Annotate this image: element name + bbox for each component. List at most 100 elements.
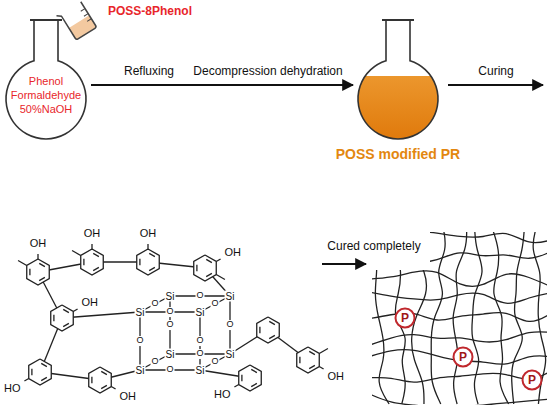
network-strand xyxy=(431,228,445,404)
marker-letter: P xyxy=(459,351,467,363)
methyl-stub xyxy=(319,349,328,354)
oxygen-atom: O xyxy=(195,336,204,346)
double-bond xyxy=(93,267,99,270)
step-label: Curing xyxy=(478,65,513,78)
double-bond xyxy=(251,383,257,386)
oxygen-atom: O xyxy=(135,336,144,346)
benzene-ring xyxy=(29,359,52,385)
drawing-part xyxy=(523,371,542,390)
double-bond xyxy=(309,365,315,368)
methyl-stub xyxy=(18,261,27,266)
cure-arrow xyxy=(322,263,366,265)
step-label: Decompression dehydration xyxy=(193,65,342,78)
silicon-atom: Si xyxy=(195,365,206,376)
benzene-ring xyxy=(257,317,280,343)
double-bond xyxy=(196,265,197,272)
hydroxyl-group: OH xyxy=(81,296,98,308)
double-bond xyxy=(269,321,275,324)
polymer-marker: P xyxy=(452,346,474,368)
oxygen-atom: O xyxy=(165,320,174,330)
chemical-structure xyxy=(18,244,328,393)
oxygen-atom: O xyxy=(195,291,204,301)
benzene-ring xyxy=(239,365,262,391)
silicon-atom: Si xyxy=(135,307,146,318)
network-strand xyxy=(472,228,482,404)
hydroxyl-group: OH xyxy=(30,237,47,249)
network-strand xyxy=(370,228,389,404)
oxygen-atom: O xyxy=(225,320,234,330)
flask-label: POSS modified PR xyxy=(336,146,460,162)
hydroxyl-group: HO xyxy=(214,388,231,400)
drawing-part xyxy=(56,1,96,42)
process-arrow xyxy=(91,84,353,86)
reagent-label: POSS-8Phenol xyxy=(108,4,192,18)
silicon-atom: Si xyxy=(225,349,236,360)
double-bond xyxy=(63,309,69,312)
double-bond xyxy=(41,377,47,380)
oxygen-atom: O xyxy=(165,365,174,375)
double-bond xyxy=(269,335,275,338)
flask-outline xyxy=(356,18,440,142)
benzene-ring xyxy=(81,249,104,275)
hydroxyl-bond xyxy=(216,259,220,262)
step-label: Cured completely xyxy=(327,240,420,253)
drawing-part xyxy=(87,19,91,22)
oxygen-atom: O xyxy=(150,299,159,309)
double-bond xyxy=(259,327,260,334)
double-bond xyxy=(241,375,242,382)
benzene-ring xyxy=(194,255,217,281)
hydroxyl-bond xyxy=(234,385,238,388)
flask-label: Phenol Formaldehyde 50%NaOH xyxy=(8,74,84,116)
drawing-part xyxy=(396,309,415,328)
silicon-atom: Si xyxy=(135,365,146,376)
methyl-stub xyxy=(72,251,81,256)
polymer-network xyxy=(368,228,550,407)
oxygen-atom: O xyxy=(165,307,174,317)
network-strand xyxy=(368,271,550,287)
double-bond xyxy=(31,369,32,376)
network-strand xyxy=(368,292,550,304)
double-bond xyxy=(63,323,69,326)
step-label: Refluxing xyxy=(124,65,174,78)
network-strand xyxy=(453,228,467,404)
silicon-atom: Si xyxy=(165,349,176,360)
drawing-part xyxy=(358,76,438,139)
hydroxyl-bond xyxy=(111,387,115,390)
double-bond xyxy=(41,363,47,366)
benzene-ring xyxy=(137,249,160,275)
drawing-part xyxy=(358,20,438,139)
silicon-atom: Si xyxy=(225,291,236,302)
oxygen-atom: O xyxy=(210,357,219,367)
double-bond xyxy=(251,369,257,372)
flask: Phenol Formaldehyde 50%NaOH xyxy=(4,18,88,142)
curing-arrow xyxy=(448,84,543,86)
polymer-marker: P xyxy=(394,307,416,329)
oxygen-atom: O xyxy=(210,299,219,309)
hydroxyl-bond xyxy=(319,367,323,370)
benzene-ring xyxy=(89,367,112,393)
hydroxyl-group: OH xyxy=(140,227,157,239)
hydroxyl-bond xyxy=(24,379,28,382)
polymer-marker: P xyxy=(521,369,543,391)
double-bond xyxy=(39,263,45,266)
drawing-part xyxy=(6,20,86,139)
hydroxyl-group: OH xyxy=(327,370,344,382)
double-bond xyxy=(53,315,54,322)
double-bond xyxy=(139,259,140,266)
marker-letter: P xyxy=(528,374,536,386)
silicon-atom: Si xyxy=(165,291,176,302)
double-bond xyxy=(206,273,212,276)
network-strand xyxy=(492,228,508,404)
drawing-part xyxy=(84,14,88,17)
double-bond xyxy=(101,385,107,388)
double-bond xyxy=(91,377,92,384)
hydroxyl-group: OH xyxy=(84,227,101,239)
double-bond xyxy=(149,267,155,270)
silicon-atom: Si xyxy=(195,307,206,318)
double-bond xyxy=(93,253,99,256)
marker-letter: P xyxy=(401,312,409,324)
drawing-part xyxy=(56,1,96,42)
hydroxyl-bond xyxy=(73,309,77,312)
drawing-part xyxy=(454,348,473,367)
